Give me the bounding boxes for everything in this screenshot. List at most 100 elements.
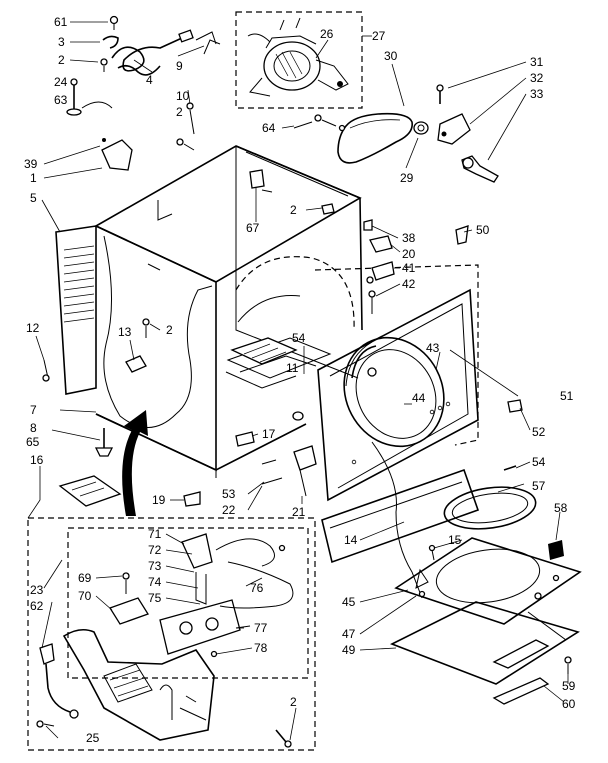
callout-75: 75 <box>148 591 162 605</box>
callout-31: 31 <box>530 55 544 69</box>
power-cord <box>111 29 217 76</box>
leveling-foot-50 <box>455 225 469 245</box>
callout-63: 63 <box>54 93 68 107</box>
screw-59 <box>564 656 572 674</box>
callout-64: 64 <box>262 121 276 135</box>
cord-clamp <box>102 35 119 49</box>
callout-50: 50 <box>476 223 490 237</box>
callout-22: 22 <box>222 503 236 517</box>
callout-2: 2 <box>58 53 65 67</box>
callout-11: 11 <box>286 361 299 375</box>
reference-arrow <box>122 410 148 516</box>
callout-47: 47 <box>342 627 356 641</box>
small-parts-base <box>183 411 317 507</box>
callout-25: 25 <box>86 731 100 745</box>
callout-32: 32 <box>530 71 544 85</box>
screw-64 <box>293 114 346 132</box>
callout-19: 19 <box>152 493 166 507</box>
callout-38: 38 <box>402 231 416 245</box>
callout-3: 3 <box>58 35 65 49</box>
callout-54: 54 <box>292 331 306 345</box>
callout-labels: 61 3 2 24 63 4 9 10 2 64 26 27 30 29 31 … <box>24 15 576 745</box>
ground-screw <box>66 78 113 116</box>
wire-harness <box>39 643 79 719</box>
motor-assembly <box>247 17 349 97</box>
switch-assembly-inner-box <box>67 527 309 679</box>
screw-9 <box>203 39 221 55</box>
callout-29: 29 <box>400 171 414 185</box>
callout-17: 17 <box>262 427 276 441</box>
callout-54: 54 <box>532 455 546 469</box>
callout-71: 71 <box>148 527 162 541</box>
leveling-leg <box>94 428 114 457</box>
callout-59: 59 <box>562 679 576 693</box>
motor-assembly-group-box <box>235 11 363 109</box>
callout-13: 13 <box>118 325 132 339</box>
callout-12: 12 <box>26 321 40 335</box>
cabinet <box>55 145 363 478</box>
screw-61 <box>109 15 119 30</box>
callout-8: 8 <box>30 421 37 435</box>
screw-25 <box>36 720 55 728</box>
callout-21: 21 <box>292 505 306 519</box>
callout-43: 43 <box>426 341 440 355</box>
callout-5: 5 <box>30 191 37 205</box>
callout-52: 52 <box>532 425 546 439</box>
clip-39 <box>101 138 133 171</box>
front-panel <box>317 288 479 502</box>
callout-41: 41 <box>402 261 416 275</box>
callout-27: 27 <box>372 29 386 43</box>
leader-lines <box>27 21 569 741</box>
clip-2c <box>321 203 335 215</box>
switch-assembly <box>159 533 294 658</box>
toe-panel <box>321 441 480 599</box>
callout-10: 10 <box>176 89 190 103</box>
screw-69 <box>122 572 130 594</box>
control-panel-group-box <box>27 517 316 751</box>
tag-65 <box>58 475 122 507</box>
door-seal <box>443 486 537 530</box>
callout-67: 67 <box>246 221 260 235</box>
callout-53: 53 <box>222 487 236 501</box>
callout-58: 58 <box>554 501 568 515</box>
callout-15: 15 <box>448 533 462 547</box>
callout-42: 42 <box>402 277 416 291</box>
callout-44: 44 <box>412 391 426 405</box>
callout-4: 4 <box>146 73 153 87</box>
callout-7: 7 <box>30 403 37 417</box>
callout-2: 2 <box>176 105 183 119</box>
callout-33: 33 <box>530 87 544 101</box>
screw-2-b <box>176 138 195 151</box>
drive-belt <box>337 112 413 164</box>
door-switch-parts <box>363 219 395 314</box>
idler-pulley <box>413 121 429 135</box>
callout-39: 39 <box>24 157 38 171</box>
screw-2d <box>142 318 150 338</box>
bracket-67 <box>249 169 265 189</box>
callout-2: 2 <box>290 203 297 217</box>
callout-60: 60 <box>562 697 576 711</box>
callout-57: 57 <box>532 479 546 493</box>
callout-2: 2 <box>290 695 297 709</box>
callout-73: 73 <box>148 559 162 573</box>
screw-2-top <box>100 58 108 72</box>
screw-10 <box>186 102 195 135</box>
callout-70: 70 <box>78 589 92 603</box>
callout-14: 14 <box>344 533 358 547</box>
control-console <box>62 628 215 741</box>
callout-23: 23 <box>30 583 44 597</box>
screw-2e <box>275 729 292 748</box>
door-handle <box>492 677 550 705</box>
callout-65: 65 <box>26 435 40 449</box>
callout-30: 30 <box>384 49 398 63</box>
callout-72: 72 <box>148 543 162 557</box>
callout-16: 16 <box>30 453 44 467</box>
callout-26: 26 <box>320 27 334 41</box>
callout-49: 49 <box>342 643 356 657</box>
callout-69: 69 <box>78 571 92 585</box>
callout-1: 1 <box>30 171 37 185</box>
callout-76: 76 <box>250 581 264 595</box>
heater-box <box>225 337 298 389</box>
callout-74: 74 <box>148 575 162 589</box>
